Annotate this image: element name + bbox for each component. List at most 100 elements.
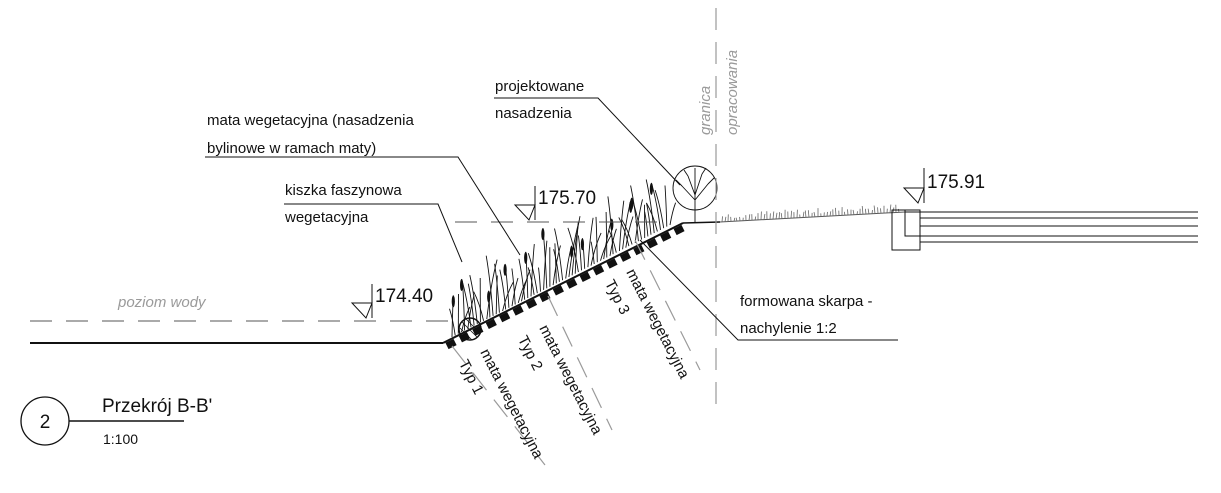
reed-stroke [494,263,500,313]
reed-stroke [630,185,639,242]
reed-head [630,197,634,210]
boundary-label-2: opracowania [724,50,741,135]
lawn-stroke [772,211,775,220]
reed-stroke [587,217,594,268]
reed-vegetation [449,179,677,338]
lawn-stroke [807,210,810,218]
reed-stroke [646,203,652,235]
reed-head [487,290,491,303]
elevation-water-text: 174.40 [375,286,433,307]
reed-stroke [467,295,475,329]
lawn-stroke [852,209,855,215]
lawn-stroke [871,210,873,214]
lawn-stroke [835,207,837,216]
lawn-stroke [733,217,736,222]
reed-stroke [502,281,514,312]
elevation-marker-water: 174.40 [350,284,433,319]
reed-stroke [553,249,560,282]
reed-stroke [590,232,602,266]
reed-stroke [449,308,456,336]
elevation-marker-crest: 175.70 [513,186,596,221]
lawn-stroke [867,208,870,215]
slope-label-2: nachylenie 1:2 [740,320,837,337]
reed-stroke [645,179,655,234]
reed-stroke [608,229,617,253]
reed-stroke [567,227,579,273]
lawn-stroke [880,208,882,214]
reed-head [451,295,455,308]
reed-stroke [600,234,612,261]
mat-label-2: bylinowe w ramach maty) [207,140,376,157]
lawn-stroke [861,205,864,215]
mat-type-2-name: mata wegetacyjna [535,322,605,438]
lawn-stroke [735,217,738,222]
water-level-label: poziom wody [117,294,207,311]
reed-stroke [577,235,582,271]
reed-stroke [527,267,535,295]
reed-stroke [634,199,643,243]
reed-stroke [538,267,541,292]
planting-label-1: projektowane [495,78,584,95]
section-number: 2 [40,412,51,433]
lawn-stroke [847,209,849,216]
lawn-stroke [775,212,778,220]
reed-head [503,263,507,276]
leader-lines [205,97,898,341]
reed-stroke [527,253,538,294]
lawn-stroke [843,211,846,216]
reed-stroke [644,211,649,237]
lawn-stroke [790,210,792,219]
reed-stroke [495,275,498,315]
reed-stroke [571,216,581,276]
reed-stroke [590,241,595,265]
lawn-stroke [763,213,766,220]
reed-stroke [518,258,526,300]
reed-stroke [554,243,557,284]
lawn-stroke [724,216,727,222]
reed-stroke [625,216,634,248]
lawn-stroke [754,216,757,221]
slope-label-1: formowana skarpa - [740,293,873,310]
boundary-label: granica opracowania [697,50,741,135]
reed-stroke [574,221,579,274]
reed-stroke [664,185,668,227]
section-title-block: 2 Przekrój B-B' 1:100 [20,396,212,447]
reed-stroke [654,189,665,229]
reed-stroke [499,269,507,310]
edge-structure [891,209,1198,251]
planting-label-2: nasadzenia [495,105,572,122]
boundary-label-1: granica [697,86,714,135]
lawn-stroke [748,214,751,221]
elevation-marker-right: 175.91 [902,168,985,204]
lawn-stroke [826,211,828,217]
lawn-stroke [721,216,723,223]
reed-stroke [669,202,677,226]
reed-stroke [511,277,519,307]
lawn-texture [721,204,900,223]
fascine-label-1: kiszka faszynowa [285,182,402,199]
lawn-stroke [898,208,900,213]
fascine-label-2: wegetacyjna [284,209,369,226]
reed-stroke [473,291,485,321]
planted-shrub [672,165,718,222]
reed-stroke [461,306,471,333]
lawn-stroke [865,208,867,215]
mat-label-1: mata wegetacyjna (nasadzenia [207,112,414,129]
mat-type-3-label: mata wegetacyjna Typ 3 [601,266,693,382]
lawn-stroke [804,210,807,218]
lawn-stroke [873,205,876,214]
elevation-crest-text: 175.70 [538,188,596,209]
reed-stroke [554,228,564,281]
reed-stroke [618,217,630,247]
lawn-stroke [780,213,783,219]
lawn-stroke [829,211,832,217]
reed-stroke [467,283,475,326]
section-scale: 1:100 [103,431,138,447]
reed-stroke [595,216,598,263]
lawn-stroke [778,212,781,219]
reed-head [524,251,528,264]
reed-head [580,238,585,251]
lawn-stroke [856,211,858,215]
reed-stroke [485,255,494,316]
